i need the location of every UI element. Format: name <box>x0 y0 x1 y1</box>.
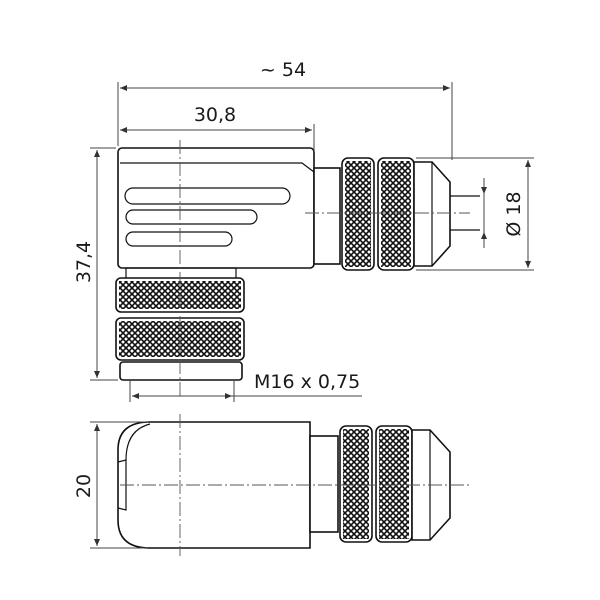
housing-body <box>117 147 315 269</box>
dim-thread: M16 x 0,75 <box>254 371 360 393</box>
side-sleeve <box>313 167 341 265</box>
top-view-dimensions: ~ 54 30,8 37,4 Ø 18 M16 x 0,75 <box>73 59 534 402</box>
cable-nut-knurl-1 <box>345 161 371 267</box>
top-view <box>115 140 480 398</box>
side-nut-knurl-2 <box>379 429 409 539</box>
dim-overall-length: ~ 54 <box>260 59 306 81</box>
grip-slot-3 <box>125 231 233 247</box>
grip-slot-1 <box>124 187 291 205</box>
dim-body-length: 30,8 <box>194 104 236 126</box>
coupling-nut-base <box>119 361 243 381</box>
side-housing-curve <box>125 423 151 461</box>
dim-cable-diameter: Ø 18 <box>503 191 525 236</box>
housing-top-edge <box>120 162 315 173</box>
side-view-dimensions: 20 <box>73 421 148 549</box>
side-nut-knurl-1 <box>343 429 369 539</box>
cable-nut-knurl-2 <box>381 161 411 267</box>
side-sleeve-2 <box>309 435 339 533</box>
grip-slot-2 <box>125 209 258 225</box>
dim-height: 37,4 <box>73 241 95 283</box>
dim-width: 20 <box>73 474 95 498</box>
side-view <box>117 414 470 556</box>
